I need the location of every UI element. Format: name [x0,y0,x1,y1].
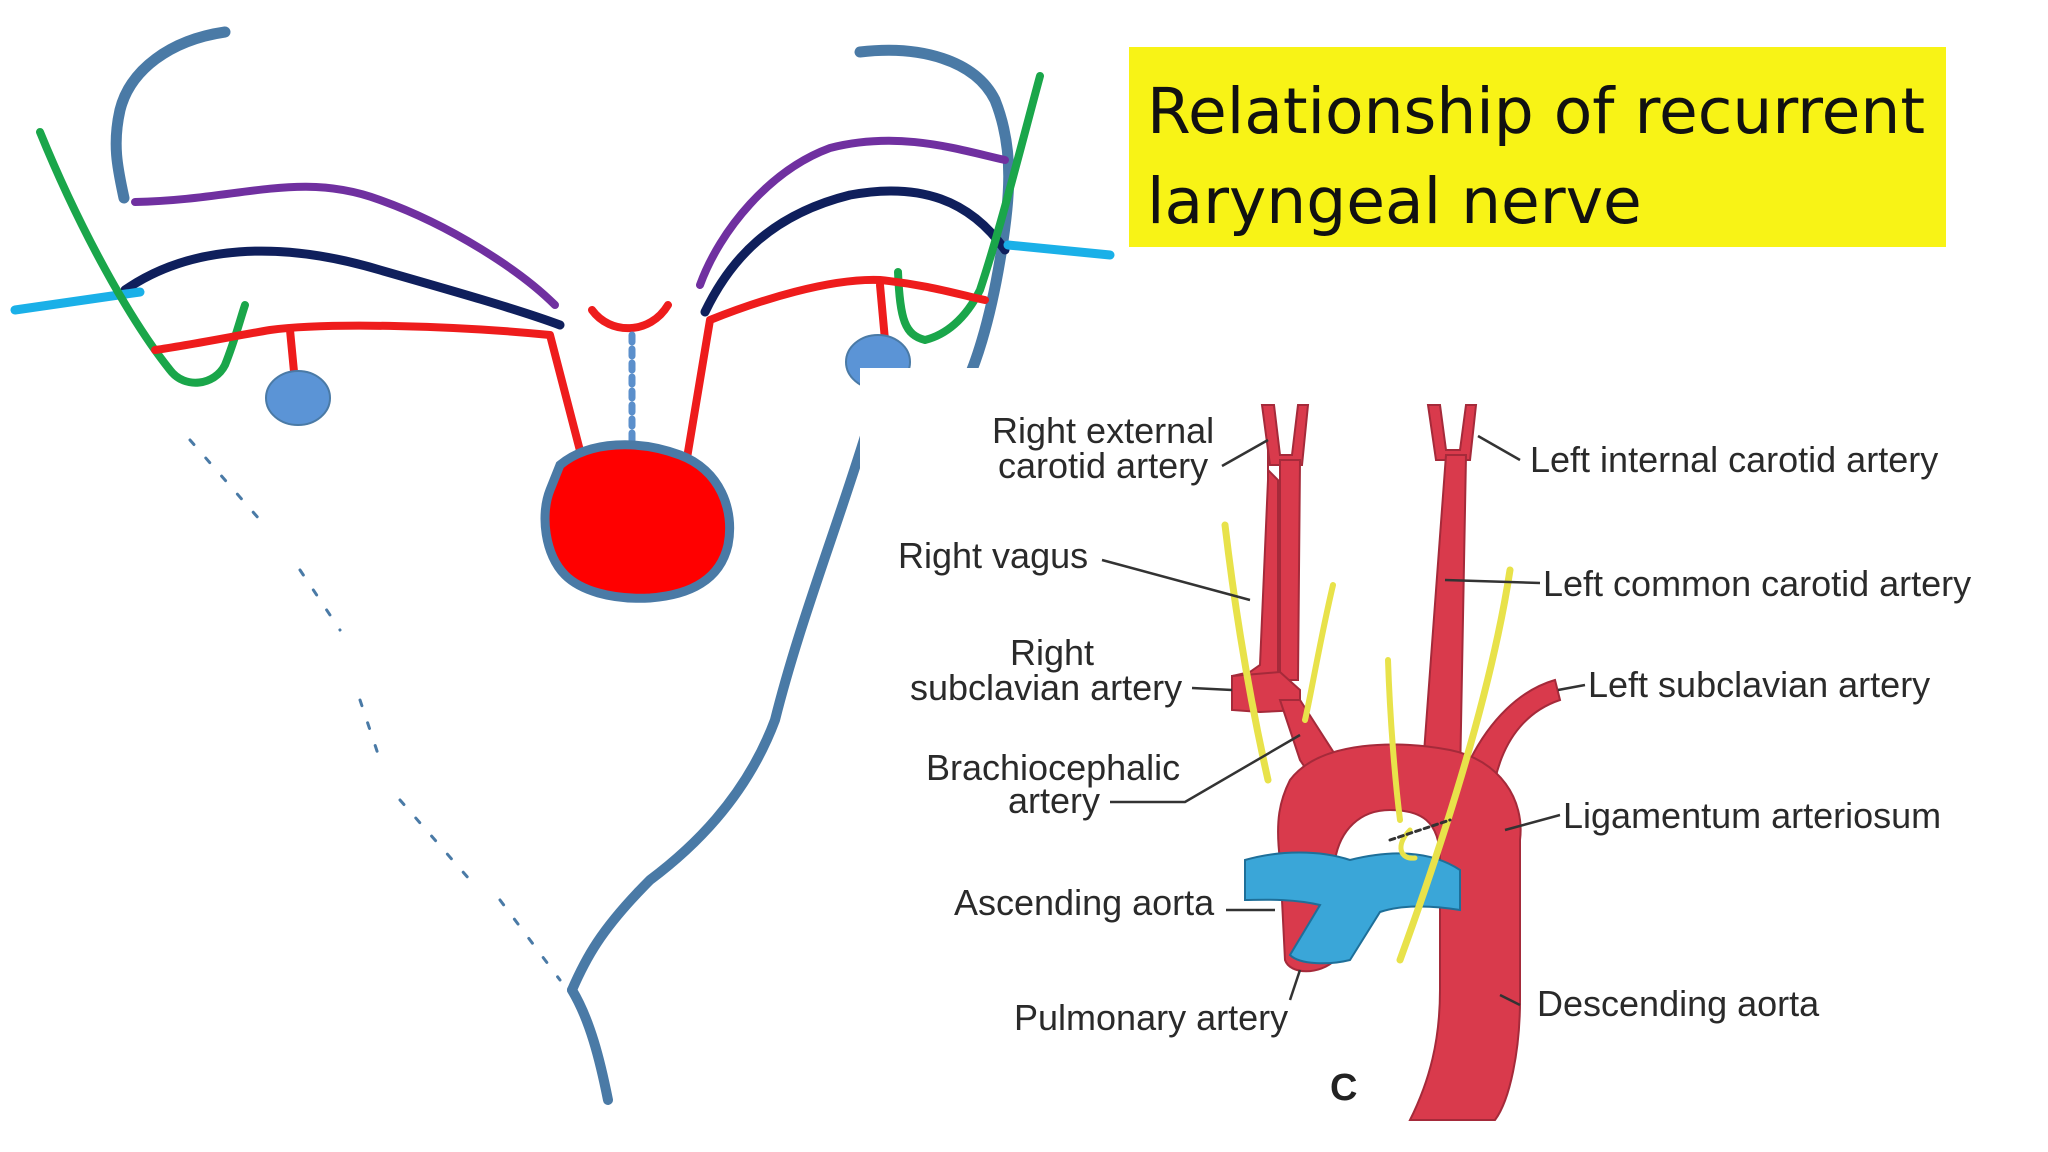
center-red-arc [588,301,672,333]
label-ascending-aorta: Ascending aorta [954,882,1215,923]
left-red-artery [151,321,589,474]
label-pulmonary-artery: Pulmonary artery [1014,997,1288,1038]
label-left-subclavian: Left subclavian artery [1588,664,1930,705]
left-carotid-fork [1426,404,1478,461]
right-purple-nerve [696,136,1009,289]
label-left-internal-carotid: Left internal carotid artery [1530,439,1938,480]
label-right-external-carotid-1: Right external [992,410,1214,451]
label-right-external-carotid-2: carotid artery [998,445,1208,486]
right-carotid-trunk [1279,459,1302,681]
right-vagus-nerve [1221,521,1272,784]
bottom-outline [567,985,613,1105]
left-carotid-trunk [1420,454,1468,781]
nerves [1221,521,1514,964]
ligamentum-line [1388,818,1452,842]
right-cyan-line [1003,240,1115,260]
right-vagus-nerve-2 [1302,582,1336,723]
aortic-blob [540,440,735,603]
right-green-vagus [894,72,1044,344]
label-right-subclavian-2: subclavian artery [910,667,1182,708]
right-outline [854,44,1015,401]
label-brachiocephalic-1: Brachiocephalic [926,747,1180,788]
left-navy-nerve [120,246,565,330]
right-red-stub [876,281,889,344]
label-ligamentum: Ligamentum arteriosum [1563,795,1941,836]
title-line-2: laryngeal nerve [1147,165,1642,238]
panel-letter-c: C [1330,1067,1357,1109]
left-dashed-outline [188,438,562,982]
left-vagus-nerve-2 [1385,657,1403,823]
pulmonary-artery-vessel [1244,851,1461,965]
left-vagus-nerve [1396,566,1514,964]
right-navy-nerve [700,186,1010,317]
labels: Right external carotid artery Left inter… [898,410,1971,1109]
leader-lines [1101,434,1586,1007]
label-brachiocephalic-2: artery [1008,780,1100,821]
label-left-common-carotid: Left common carotid artery [1543,563,1971,604]
title-line-1: Relationship of recurrent [1147,75,1926,148]
label-descending-aorta: Descending aorta [1537,983,1820,1024]
label-right-vagus: Right vagus [898,535,1088,576]
title-box: Relationship of recurrent laryngeal nerv… [1129,47,1946,247]
left-green-vagus [36,128,249,387]
left-outline [110,26,231,204]
right-lower-outline [567,415,875,995]
left-blue-oval [265,370,331,426]
left-subclavian-vessel [1468,678,1562,782]
label-right-subclavian-1: Right [1010,632,1094,673]
right-carotid-fork [1260,404,1310,466]
right-red-artery [681,275,989,474]
left-purple-nerve [131,182,559,309]
